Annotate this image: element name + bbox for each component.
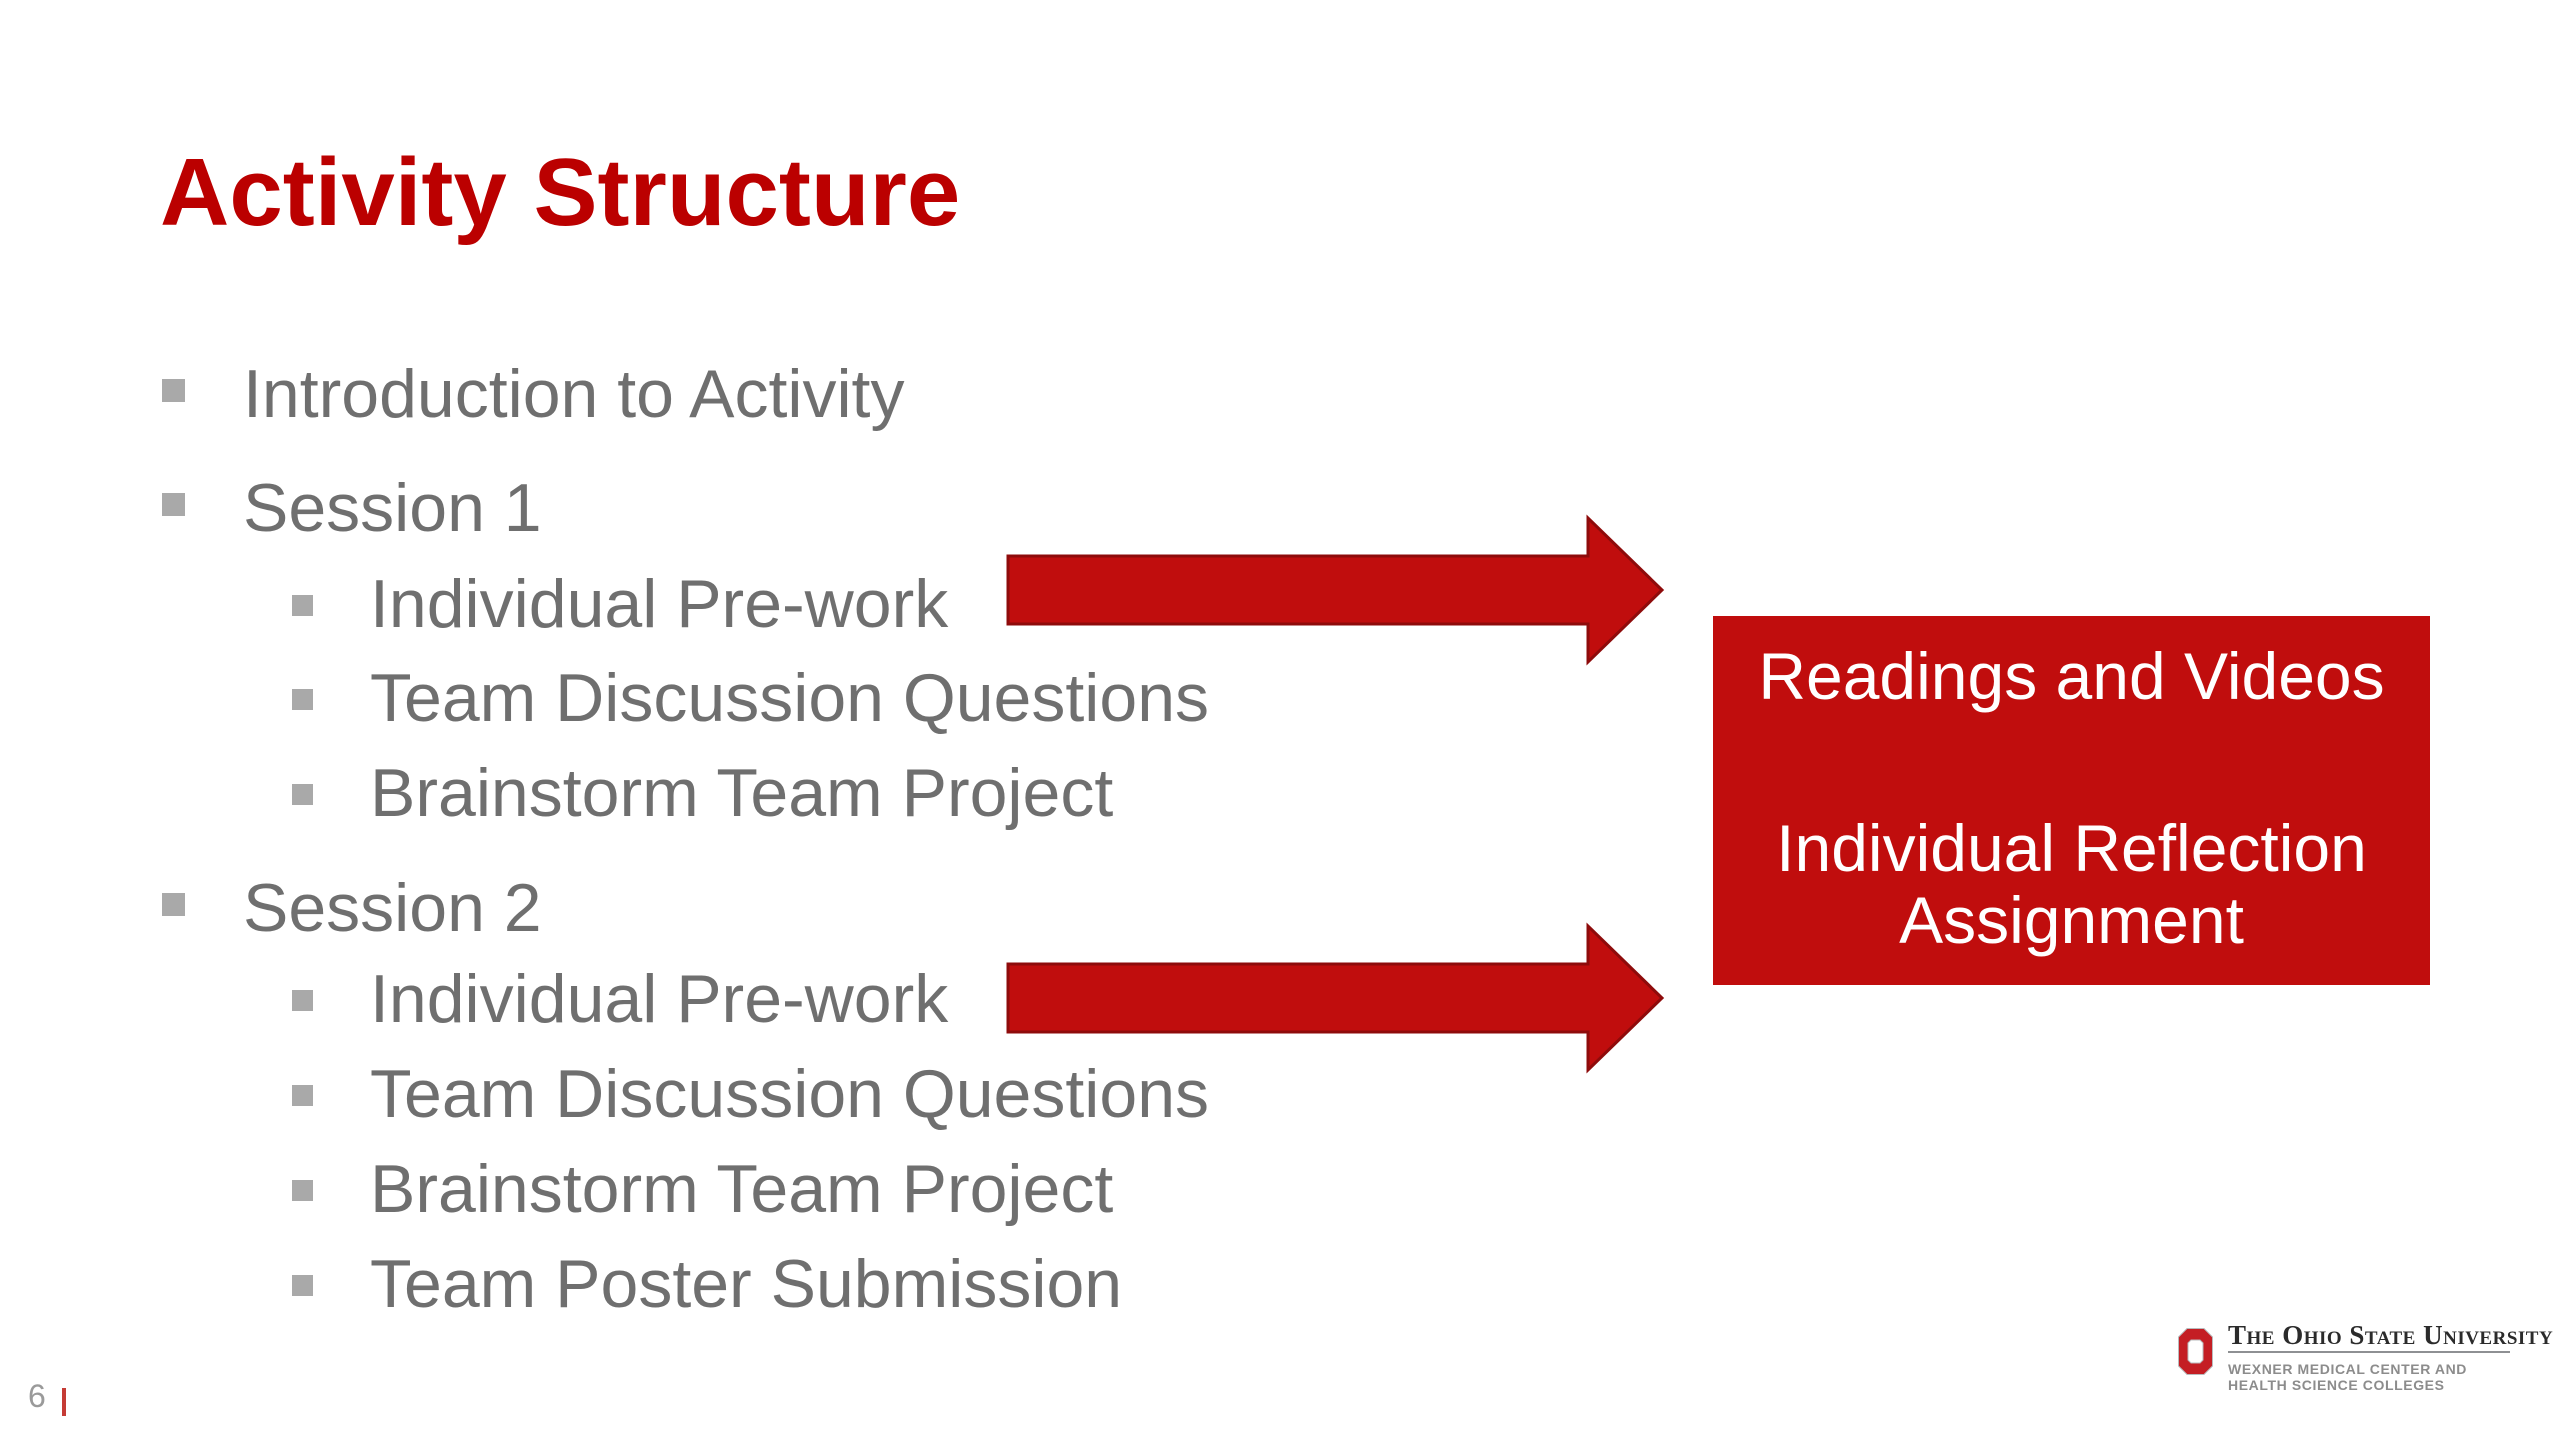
- list-item-label: Team Discussion Questions: [370, 1056, 1210, 1132]
- list-item-label: Introduction to Activity: [243, 356, 905, 432]
- osu-sub-line: WEXNER MEDICAL CENTER AND: [2228, 1361, 2468, 1377]
- osu-block-o-logo-icon: [2178, 1328, 2213, 1375]
- list-item-label: Individual Pre-work: [370, 961, 949, 1037]
- list-item: Individual Pre-work: [292, 560, 948, 648]
- osu-logo-text: The Ohio State University WEXNER MEDICAL…: [2228, 1320, 2553, 1393]
- bullet-square-icon: [292, 784, 313, 805]
- list-item-label: Team Discussion Questions: [370, 660, 1210, 736]
- page-title: Activity Structure: [160, 139, 961, 246]
- list-item-label: Session 1: [243, 470, 542, 546]
- list-item: Session 1: [162, 464, 542, 552]
- list-item: Team Discussion Questions: [292, 1050, 1209, 1138]
- list-item: Team Poster Submission: [292, 1240, 1122, 1328]
- osu-sub-line: HEALTH SCIENCE COLLEGES: [2228, 1377, 2445, 1393]
- list-item: Session 2: [162, 864, 542, 952]
- arrow-right-icon: [1006, 514, 1665, 666]
- list-item: Brainstorm Team Project: [292, 1145, 1113, 1233]
- list-item-label: Brainstorm Team Project: [370, 755, 1114, 831]
- list-item: Brainstorm Team Project: [292, 749, 1113, 837]
- bullet-square-icon: [292, 689, 313, 710]
- list-item-label: Team Poster Submission: [370, 1246, 1123, 1322]
- list-item-label: Session 2: [243, 870, 542, 946]
- page-number-divider: [62, 1388, 66, 1416]
- page-number: 6: [28, 1378, 46, 1414]
- logo-divider: [2228, 1351, 2510, 1353]
- list-item: Introduction to Activity: [162, 350, 904, 438]
- list-item: Team Discussion Questions: [292, 654, 1209, 742]
- osu-logo: The Ohio State University WEXNER MEDICAL…: [2178, 1320, 2553, 1393]
- callout-box: Readings and Videos Individual Reflectio…: [1713, 616, 2430, 985]
- bullet-square-icon: [162, 893, 185, 916]
- bullet-square-icon: [162, 379, 185, 402]
- bullet-square-icon: [162, 493, 185, 516]
- arrow-right-icon: [1006, 922, 1665, 1074]
- bullet-square-icon: [292, 1275, 313, 1296]
- bullet-square-icon: [292, 595, 313, 616]
- callout-text: Individual Reflection Assignment: [1776, 811, 2367, 957]
- list-item-label: Brainstorm Team Project: [370, 1151, 1114, 1227]
- bullet-square-icon: [292, 1085, 313, 1106]
- bullet-square-icon: [292, 1180, 313, 1201]
- list-item: Individual Pre-work: [292, 955, 948, 1043]
- bullet-square-icon: [292, 990, 313, 1011]
- list-item-label: Individual Pre-work: [370, 566, 949, 642]
- callout-text: Readings and Videos: [1758, 639, 2385, 713]
- osu-brand-name: The Ohio State University: [2228, 1320, 2554, 1350]
